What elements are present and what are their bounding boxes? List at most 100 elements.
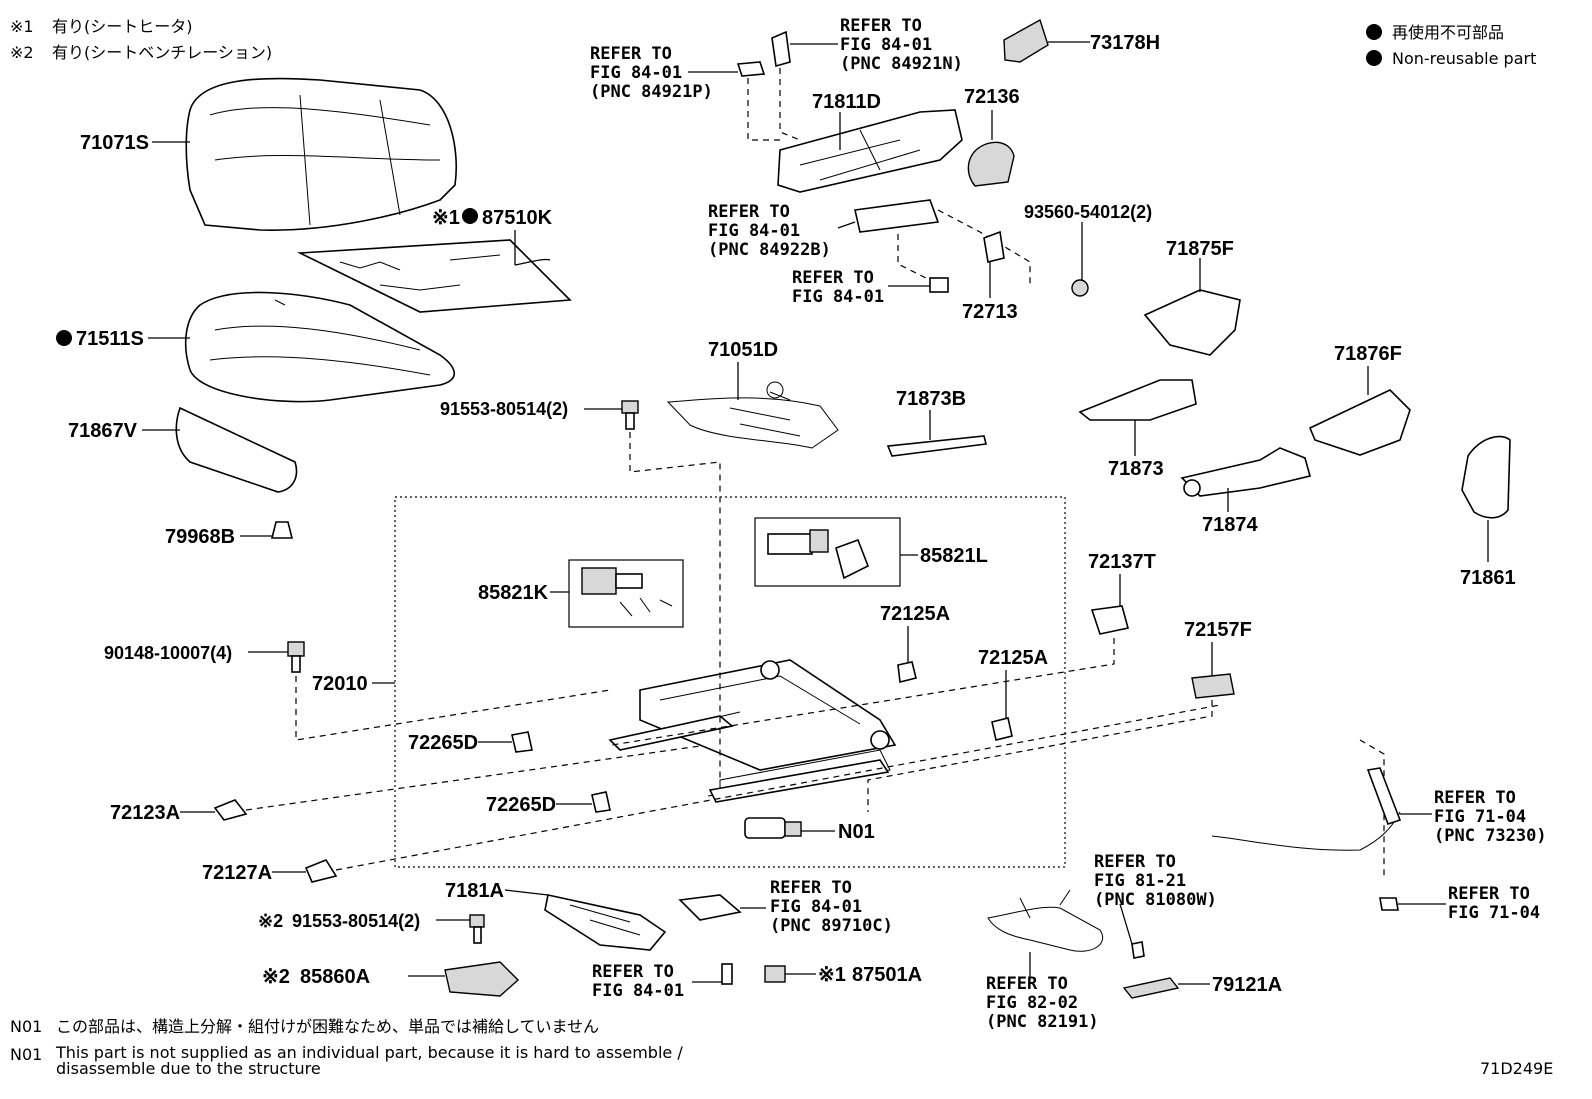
pn-71511S: 71511S	[76, 328, 144, 350]
part-72136: 72136	[964, 86, 1020, 187]
ref-84921N-1: REFER TO	[840, 16, 922, 36]
ref-81080W-3: (PNC 81080W)	[1094, 890, 1217, 910]
note-2-mark: ※2	[10, 43, 34, 62]
part-71861: 71861	[1460, 435, 1516, 589]
ref-73230-2: FIG 71-04	[1434, 807, 1526, 827]
part-73178H: 73178H	[1003, 18, 1160, 63]
ref-89710C-1: REFER TO	[770, 878, 852, 898]
ref-8401b-2: FIG 84-01	[592, 981, 684, 1001]
part-79968B: 79968B	[165, 521, 294, 548]
footer-n01-en-line2: disassemble due to the structure	[56, 1059, 321, 1078]
pn-71867V: 71867V	[68, 420, 138, 442]
pn-85821L: 85821L	[920, 545, 988, 567]
part-91553-upper: 91553-80514(2)	[440, 399, 721, 780]
ref-81080W-2: FIG 81-21	[1094, 871, 1186, 891]
part-71811D: 71811D	[777, 91, 963, 193]
ref-73230-1: REFER TO	[1434, 788, 1516, 808]
ref-8401b-1: REFER TO	[592, 962, 674, 982]
pn-72125A-1: 72125A	[880, 603, 950, 625]
non-reusable-dot-icon	[1366, 50, 1382, 66]
pn-87501A-mark: ※1	[818, 964, 846, 986]
pn-91553-lower: 91553-80514(2)	[292, 911, 420, 931]
part-72137T: 72137T	[611, 551, 1156, 746]
pn-71861: 71861	[1460, 567, 1516, 589]
part-71876F: 71876F	[1308, 343, 1411, 456]
part-90148: 90148-10007(4)	[104, 641, 611, 741]
pn-71071S: 71071S	[80, 132, 149, 154]
part-72157F: 72157F	[867, 619, 1252, 812]
part-harness-73230: REFER TO FIG 71-04 (PNC 73230)	[1211, 739, 1547, 880]
pn-73178H: 73178H	[1090, 32, 1160, 54]
part-ecu: REFER TO FIG 84-01 (PNC 89710C)	[678, 878, 893, 936]
part-71873B: 71873B	[886, 388, 987, 457]
part-71511S: 71511S	[56, 291, 456, 403]
part-87510K: ※1 87510K	[296, 207, 572, 313]
legend: 再使用不可部品 Non-reusable part	[1366, 23, 1536, 68]
note-2-text: 有り(シートベンチレーション)	[52, 43, 272, 62]
ref-89710C-2: FIG 84-01	[770, 897, 862, 917]
non-reusable-dot-icon	[1366, 24, 1382, 40]
ref-73230-3: (PNC 73230)	[1434, 826, 1547, 846]
part-85821L: 85821L	[754, 517, 988, 587]
part-72265D-2: 72265D	[486, 791, 611, 816]
pn-71811D: 71811D	[812, 91, 881, 113]
ref-89710C-3: (PNC 89710C)	[770, 916, 893, 936]
pn-72713: 72713	[962, 301, 1018, 323]
pn-71875F: 71875F	[1166, 238, 1234, 260]
legend-jp: 再使用不可部品	[1392, 23, 1504, 42]
ref-8401a-1: REFER TO	[792, 268, 874, 288]
part-72010-assembly: 72010	[312, 496, 1066, 868]
pn-93560: 93560-54012(2)	[1024, 202, 1152, 222]
pn-72265D-2: 72265D	[486, 794, 556, 816]
pn-85821K: 85821K	[478, 582, 549, 604]
ref-84921N-3: (PNC 84921N)	[840, 54, 963, 74]
pn-79121A: 79121A	[1212, 974, 1282, 996]
part-72125A-2: 72125A	[978, 647, 1048, 741]
non-reusable-dot-icon	[56, 330, 72, 346]
ref-81080W-1: REFER TO	[1094, 852, 1176, 872]
notes-top: ※1 有り(シートヒータ) ※2 有り(シートベンチレーション)	[10, 17, 272, 62]
ref-7104-2: FIG 71-04	[1448, 903, 1540, 923]
part-72123A: 72123A	[110, 745, 701, 824]
pn-85860A-mark: ※2	[262, 966, 290, 988]
pn-7181A: 7181A	[445, 880, 504, 902]
pn-91553-lower-mark: ※2	[258, 911, 283, 931]
pn-72265D-1: 72265D	[408, 732, 478, 754]
legend-en: Non-reusable part	[1392, 49, 1536, 68]
ref-8401a: REFER TO FIG 84-01	[792, 268, 949, 307]
pn-71051D: 71051D	[708, 339, 778, 361]
part-7181A: 7181A	[445, 880, 667, 951]
ref-84922B-1: REFER TO	[708, 202, 790, 222]
pn-90148: 90148-10007(4)	[104, 643, 232, 663]
ref-8401a-2: FIG 84-01	[792, 287, 884, 307]
ref-84922B: REFER TO FIG 84-01 (PNC 84922B)	[708, 199, 1031, 285]
ref-7104-1: REFER TO	[1448, 884, 1530, 904]
footer-n01-jp: この部品は、構造上分解・組付けが困難なため、単品では補給していません	[56, 1017, 599, 1036]
ref-82191-1: REFER TO	[986, 974, 1068, 994]
ref-84921N-2: FIG 84-01	[840, 35, 932, 55]
pn-71874: 71874	[1202, 514, 1258, 536]
part-93560: 93560-54012(2)	[1024, 202, 1152, 297]
part-72127A: 72127A	[202, 704, 1221, 884]
ref-7104: REFER TO FIG 71-04	[1379, 884, 1540, 923]
figure-id: 71D249E	[1480, 1059, 1553, 1078]
pn-85860A: 85860A	[300, 966, 370, 988]
ref-84921N: REFER TO FIG 84-01 (PNC 84921N)	[771, 16, 963, 141]
pn-72125A-2: 72125A	[978, 647, 1048, 669]
pn-72123A: 72123A	[110, 802, 180, 824]
part-71873: 71873	[1078, 379, 1197, 480]
ref-82191-3: (PNC 82191)	[986, 1012, 1099, 1032]
note-1-text: 有り(シートヒータ)	[52, 17, 193, 36]
part-72125A-1: 72125A	[880, 603, 950, 683]
pn-71873: 71873	[1108, 458, 1164, 480]
part-N01: N01	[744, 817, 875, 843]
footer-n01-en-line1: This part is not supplied as an individu…	[55, 1043, 683, 1062]
ref-84921P-1: REFER TO	[590, 44, 672, 64]
part-72265D-1: 72265D	[408, 731, 533, 754]
footer-n01-jp-code: N01	[10, 1017, 42, 1036]
ref-84921P-2: FIG 84-01	[590, 63, 682, 83]
pn-91553-upper: 91553-80514(2)	[440, 399, 568, 419]
pn-72137T: 72137T	[1088, 551, 1156, 573]
pn-72010: 72010	[312, 673, 368, 695]
ref-82191-2: FIG 82-02	[986, 993, 1078, 1013]
